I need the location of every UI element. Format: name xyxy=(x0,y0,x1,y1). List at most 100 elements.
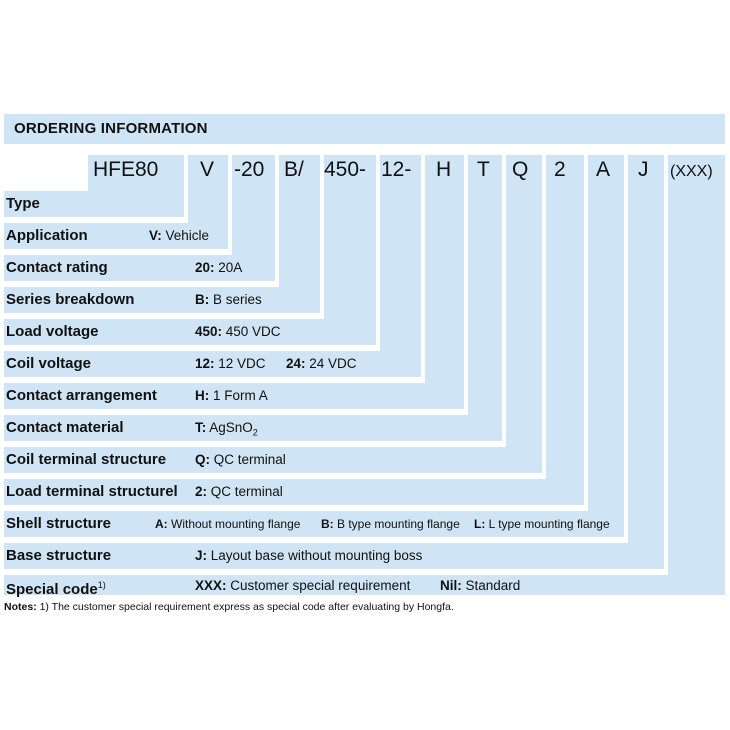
code-part-coil-terminal: Q xyxy=(512,158,529,181)
row-bg-coil-voltage xyxy=(4,351,421,377)
bracket-2 xyxy=(546,155,584,505)
option-key: Q: xyxy=(195,452,210,467)
option-key: 12: xyxy=(195,356,215,371)
option-value: Vehicle xyxy=(161,228,210,243)
option-special-code-nil: Nil: Standard xyxy=(440,576,520,596)
option-value: 450 VDC xyxy=(222,324,281,339)
option-value: QC terminal xyxy=(207,484,283,499)
row-label-series-breakdown: Series breakdown xyxy=(6,291,135,308)
option-load-terminal-2: 2: QC terminal xyxy=(195,482,283,502)
option-value: QC terminal xyxy=(210,452,286,467)
code-part-series-breakdown: B/ xyxy=(284,158,304,181)
code-part-series: HFE80 xyxy=(93,158,159,181)
row-bg-special-code xyxy=(4,575,725,595)
row-bg-shell-structure xyxy=(4,511,624,537)
option-contact-material-t: T: AgSnO2 xyxy=(195,418,258,443)
special-code-footnote-marker: 1) xyxy=(97,580,106,590)
option-key: B: xyxy=(195,292,210,307)
row-label-base-structure: Base structure xyxy=(6,547,112,564)
option-key: B: xyxy=(321,517,334,531)
option-application-v: V: Vehicle xyxy=(149,226,209,246)
row-bg-contact-material xyxy=(4,415,502,441)
option-key: J: xyxy=(195,548,208,563)
bracket-h xyxy=(425,155,464,409)
option-shell-structure-b: B: B type mounting flange xyxy=(321,514,460,534)
row-label-contact-arrangement: Contact arrangement xyxy=(6,387,157,404)
bracket-a xyxy=(588,155,624,537)
code-part-shell-structure: A xyxy=(596,158,611,181)
option-key: 20: xyxy=(195,260,215,275)
code-part-special-code: (XXX) xyxy=(670,163,713,180)
bracket-xxx xyxy=(668,155,725,595)
row-label-load-voltage: Load voltage xyxy=(6,323,99,340)
row-label-coil-voltage: Coil voltage xyxy=(6,355,92,372)
option-contact-arrangement-h: H: 1 Form A xyxy=(195,386,268,406)
bracket-j xyxy=(628,155,664,569)
option-key: 2: xyxy=(195,484,208,499)
option-key: H: xyxy=(195,388,210,403)
option-value: 1 Form A xyxy=(209,388,268,403)
code-part-load-terminal: 2 xyxy=(554,158,566,181)
row-label-special-code: Special code1) xyxy=(6,575,106,600)
row-bg-application xyxy=(4,223,228,249)
option-key: T: xyxy=(195,420,207,435)
option-value: 20A xyxy=(214,260,243,275)
option-value: 12 VDC xyxy=(214,356,266,371)
option-subscript: 2 xyxy=(252,427,258,438)
row-bg-contact-rating xyxy=(4,255,275,281)
code-part-application: V xyxy=(200,158,215,181)
option-value: 24 VDC xyxy=(305,356,357,371)
option-key: V: xyxy=(149,228,162,243)
option-key: 24: xyxy=(286,356,306,371)
option-value: L type mounting flange xyxy=(485,517,610,531)
option-value: Standard xyxy=(461,578,521,593)
special-code-label-text: Special code xyxy=(6,581,98,598)
bracket-b xyxy=(279,155,320,313)
row-bg-load-terminal xyxy=(4,479,584,505)
option-key: 450: xyxy=(195,324,223,339)
option-value: B series xyxy=(209,292,262,307)
code-part-base-structure: J xyxy=(638,158,649,181)
option-series-breakdown-b: B: B series xyxy=(195,290,262,310)
option-base-structure-j: J: Layout base without mounting boss xyxy=(195,546,422,566)
option-load-voltage-450: 450: 450 VDC xyxy=(195,322,281,342)
code-part-coil-voltage: 12- xyxy=(381,158,412,181)
code-part-contact-rating: -20 xyxy=(234,158,265,181)
option-value: Without mounting flange xyxy=(167,517,301,531)
code-part-contact-material: T xyxy=(477,158,490,181)
option-key: XXX: xyxy=(195,578,227,593)
header-bar: ORDERING INFORMATION xyxy=(4,114,725,144)
bracket-12 xyxy=(380,155,421,377)
bracket-q xyxy=(506,155,542,473)
row-label-shell-structure: Shell structure xyxy=(6,515,112,532)
option-shell-structure-a: A: Without mounting flange xyxy=(155,514,300,534)
row-bg-base-structure xyxy=(4,543,664,569)
option-value: Customer special requirement xyxy=(226,578,411,593)
code-part-load-voltage: 450- xyxy=(324,158,367,181)
option-contact-rating-20: 20: 20A xyxy=(195,258,242,278)
row-label-load-terminal: Load terminal structurel xyxy=(6,483,178,500)
row-bg-series-breakdown xyxy=(4,287,320,313)
row-bg-coil-terminal xyxy=(4,447,542,473)
option-special-code-xxx: XXX: Customer special requirement xyxy=(195,576,410,596)
option-value: AgSnO xyxy=(206,420,253,435)
code-part-contact-arrangement: H xyxy=(436,158,452,181)
page-title: ORDERING INFORMATION xyxy=(14,120,208,137)
bracket-450 xyxy=(324,155,376,345)
notes-text: 1) The customer special requirement expr… xyxy=(36,601,454,613)
option-coil-voltage-24: 24: 24 VDC xyxy=(286,354,357,374)
row-label-coil-terminal: Coil terminal structure xyxy=(6,451,167,468)
option-value: B type mounting flange xyxy=(333,517,460,531)
row-bg-load-voltage xyxy=(4,319,376,345)
row-label-type: Type xyxy=(6,195,40,212)
row-label-contact-material: Contact material xyxy=(6,419,124,436)
bracket-t xyxy=(468,155,502,441)
notes-prefix: Notes: xyxy=(4,601,37,613)
option-shell-structure-l: L: L type mounting flange xyxy=(474,514,610,534)
footnote: Notes: 1) The customer special requireme… xyxy=(4,601,454,613)
row-label-contact-rating: Contact rating xyxy=(6,259,108,276)
option-key: L: xyxy=(474,517,486,531)
row-label-application: Application xyxy=(6,227,88,244)
option-coil-voltage-12: 12: 12 VDC xyxy=(195,354,266,374)
option-value: Layout base without mounting boss xyxy=(207,548,423,563)
